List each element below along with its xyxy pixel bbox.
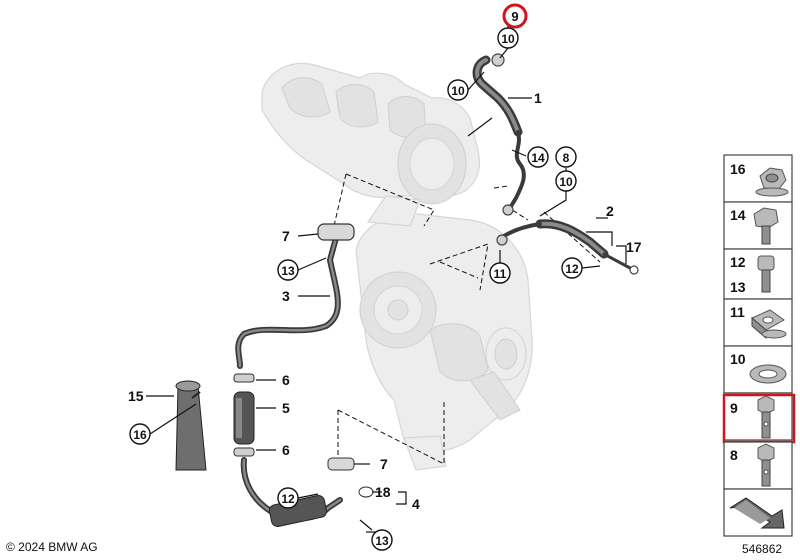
square-washer-icon xyxy=(751,309,787,340)
coolant-pipe-3 xyxy=(235,223,355,369)
svg-text:10: 10 xyxy=(451,84,465,98)
svg-text:10: 10 xyxy=(730,351,746,367)
callout-7-lower: 7 xyxy=(380,456,388,472)
callout-16: 16 xyxy=(129,423,151,445)
legend-item-9: 9 xyxy=(722,392,796,444)
banjo-bolt-long-icon xyxy=(757,443,775,487)
flange-nut-icon xyxy=(755,167,789,197)
svg-text:14: 14 xyxy=(730,207,746,223)
legend-item-14: 14 xyxy=(723,201,793,250)
svg-text:7: 7 xyxy=(282,228,290,244)
hose-15 xyxy=(175,380,207,471)
callout-18: 18 xyxy=(375,484,391,500)
svg-text:5: 5 xyxy=(282,400,290,416)
callout-10-right: 10 xyxy=(555,170,577,192)
svg-text:12: 12 xyxy=(730,254,746,270)
sealing-ring-icon xyxy=(749,364,787,384)
svg-text:4: 4 xyxy=(412,496,420,512)
svg-text:1: 1 xyxy=(534,90,542,106)
hose-5-with-clamps xyxy=(233,373,255,457)
callout-15: 15 xyxy=(128,388,144,404)
svg-text:6: 6 xyxy=(282,372,290,388)
svg-text:2: 2 xyxy=(606,203,614,219)
parts-legend: 16 14 12 13 11 xyxy=(722,154,796,537)
callout-1: 1 xyxy=(534,90,542,106)
svg-text:18: 18 xyxy=(375,484,391,500)
callout-14: 14 xyxy=(527,146,549,168)
svg-text:16: 16 xyxy=(730,161,746,177)
return-pipe-4 xyxy=(240,457,374,527)
callout-12-lower: 12 xyxy=(277,487,299,509)
callout-2: 2 xyxy=(606,203,614,219)
diagram-number: 546862 xyxy=(742,542,783,556)
svg-text:7: 7 xyxy=(380,456,388,472)
svg-text:12: 12 xyxy=(281,492,295,506)
svg-text:11: 11 xyxy=(494,267,507,281)
svg-text:3: 3 xyxy=(282,288,290,304)
hose-top-1 xyxy=(472,53,526,216)
view-direction-arrow-icon xyxy=(729,497,785,529)
svg-text:11: 11 xyxy=(730,304,745,320)
svg-text:6: 6 xyxy=(282,442,290,458)
legend-item-8: 8 xyxy=(723,441,793,490)
legend-item-16: 16 xyxy=(723,154,793,203)
svg-text:15: 15 xyxy=(128,388,144,404)
callout-6-upper: 6 xyxy=(282,372,290,388)
callout-5: 5 xyxy=(282,400,290,416)
turbocharger-ghost xyxy=(355,195,533,471)
callout-10-top: 10 xyxy=(497,27,519,49)
legend-item-10: 10 xyxy=(723,345,793,394)
svg-text:12: 12 xyxy=(565,262,579,276)
svg-text:13: 13 xyxy=(730,279,746,295)
callout-10-left: 10 xyxy=(447,79,469,101)
callout-12-right: 12 xyxy=(561,257,583,279)
hex-bolt-icon xyxy=(753,207,779,245)
legend-item-11: 11 xyxy=(723,298,793,347)
callout-3: 3 xyxy=(282,288,290,304)
callout-9-top: 9 xyxy=(502,3,528,29)
callout-4: 4 xyxy=(412,496,420,512)
callout-6-lower: 6 xyxy=(282,442,290,458)
callout-13-upper: 13 xyxy=(277,259,299,281)
svg-text:8: 8 xyxy=(563,151,570,165)
callout-11: 11 xyxy=(489,262,511,284)
legend-item-arrow xyxy=(723,488,793,537)
callout-9-top-label: 9 xyxy=(511,9,518,24)
legend-item-12-13: 12 13 xyxy=(723,248,793,300)
svg-text:8: 8 xyxy=(730,447,738,463)
leader-lines xyxy=(146,26,627,533)
exhaust-manifold-ghost xyxy=(261,62,480,205)
svg-text:14: 14 xyxy=(531,151,545,165)
callout-7-upper: 7 xyxy=(282,228,290,244)
callout-8: 8 xyxy=(555,146,577,168)
callout-17: 17 xyxy=(626,239,642,255)
callout-13-lower: 13 xyxy=(371,529,393,551)
banjo-bolt-icon xyxy=(757,395,775,439)
svg-text:10: 10 xyxy=(501,32,515,46)
socket-screw-icon xyxy=(757,255,775,293)
svg-text:17: 17 xyxy=(626,239,642,255)
svg-text:13: 13 xyxy=(281,264,295,278)
svg-text:16: 16 xyxy=(133,428,147,442)
svg-text:9: 9 xyxy=(730,400,738,416)
svg-text:13: 13 xyxy=(375,534,389,548)
hose-right-2 xyxy=(496,219,639,275)
svg-text:10: 10 xyxy=(559,175,573,189)
copyright-text: © 2024 BMW AG xyxy=(6,540,98,554)
